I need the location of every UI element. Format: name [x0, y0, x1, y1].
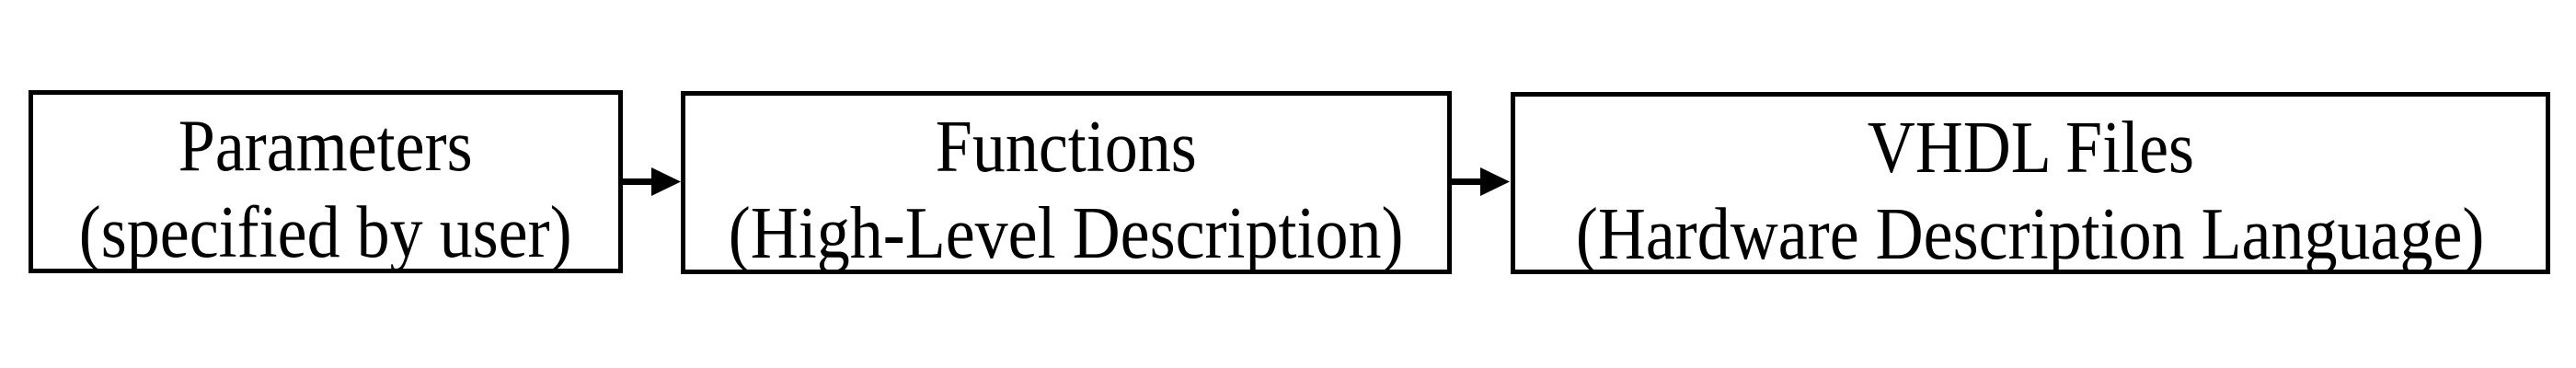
parameters-box: Parameters (specified by user) — [29, 90, 623, 273]
parameters-subtitle: (specified by user) — [79, 192, 572, 273]
functions-title: Functions — [935, 107, 1198, 188]
vhdl-files-box: VHDL Files (Hardware Description Languag… — [1511, 92, 2550, 274]
arrow-right-icon — [1451, 167, 1510, 196]
parameters-title: Parameters — [178, 106, 473, 187]
vhdl-files-subtitle: (Hardware Description Language) — [1576, 194, 2485, 275]
functions-subtitle: (High-Level Description) — [729, 193, 1404, 274]
arrow-right-icon — [622, 167, 681, 196]
functions-box: Functions (High-Level Description) — [681, 91, 1452, 274]
vhdl-files-title: VHDL Files — [1867, 108, 2194, 189]
